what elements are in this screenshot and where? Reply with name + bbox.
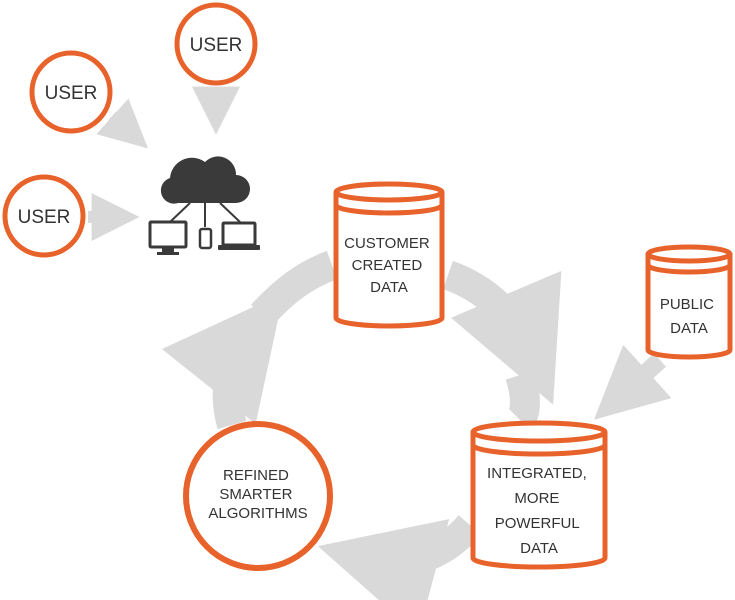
integrated-data-line: INTEGRATED, [487, 465, 587, 482]
integrated-data-database: INTEGRATED, MORE POWERFUL DATA [470, 420, 608, 570]
algorithms-line: REFINED [223, 467, 289, 484]
integrated-data-line: MORE [514, 490, 559, 507]
user-node-bottom: USER [2, 174, 86, 258]
algorithms-label: REFINED SMARTER ALGORITHMS [208, 467, 307, 522]
cycle-arrow-bottom [317, 514, 482, 600]
algorithms-line: SMARTER [219, 486, 292, 503]
integrated-data-line: POWERFUL [495, 515, 580, 532]
cloud-icon [160, 156, 250, 204]
public-data-database: PUBLIC DATA [645, 244, 733, 360]
cycle-arrow-right [505, 370, 540, 431]
user-label: USER [190, 35, 243, 56]
cycle-arrow-top-right [442, 260, 562, 405]
customer-data-label: CUSTOMER CREATED DATA [344, 235, 434, 296]
customer-data-line: DATA [370, 279, 408, 296]
phone-icon [198, 227, 213, 250]
public-data-line: DATA [670, 320, 708, 337]
user-node-middle: USER [29, 50, 113, 134]
customer-data-line: CUSTOMER [344, 235, 430, 252]
integrated-data-line: DATA [520, 540, 558, 557]
user-node-top: USER [174, 2, 258, 86]
cycle-arrow-left [161, 292, 284, 430]
integrated-data-label: INTEGRATED, MORE POWERFUL DATA [487, 465, 591, 557]
customer-data-database: CUSTOMER CREATED DATA [333, 181, 445, 329]
monitor-icon [148, 220, 188, 255]
laptop-icon [218, 221, 260, 250]
user-label: USER [18, 207, 71, 228]
public-data-label: PUBLIC DATA [660, 296, 718, 337]
cycle-arrows [161, 250, 562, 600]
user-arrow-middle [96, 98, 149, 149]
cycle-arrow-top-left [250, 250, 338, 326]
public-data-arrow [593, 344, 672, 420]
cloud-devices-icon [148, 156, 260, 255]
algorithms-node: REFINED SMARTER ALGORITHMS [183, 421, 333, 571]
user-label: USER [45, 83, 98, 104]
user-arrows [88, 86, 240, 241]
customer-data-line: CREATED [352, 257, 423, 274]
algorithms-line: ALGORITHMS [208, 505, 307, 522]
public-data-line: PUBLIC [660, 296, 714, 313]
